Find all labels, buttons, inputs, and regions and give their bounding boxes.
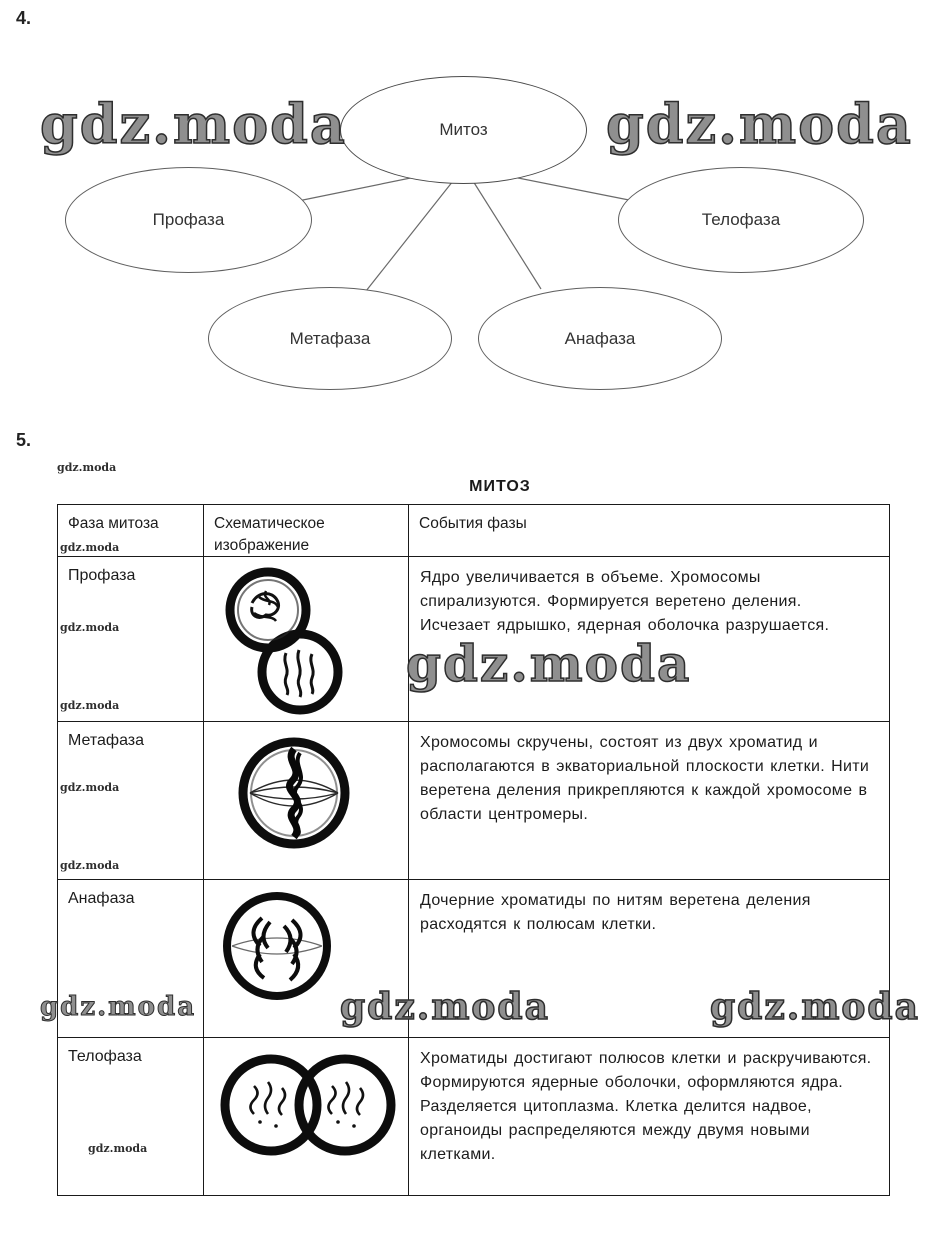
col-header-schematic: Схематическое изображение: [204, 505, 409, 557]
table-row-anaphase-name: Анафаза: [58, 880, 204, 1038]
table-row-prophase-events: Ядро увеличивается в объеме. Хромосомы с…: [409, 557, 890, 722]
anaphase-cell-drawing: [223, 892, 331, 1000]
table-row-metaphase-image-cell: [204, 722, 409, 880]
telophase-cells-drawing: [220, 1054, 396, 1156]
col-header-events: События фазы: [409, 505, 890, 557]
watermark-small-gdz-moda: gdz.moda: [57, 461, 117, 474]
diagram-node-label: Анафаза: [564, 328, 636, 348]
table-row-metaphase-name: Метафаза: [58, 722, 204, 880]
table-title: МИТОЗ: [469, 478, 531, 495]
section-4-number: 4.: [16, 8, 32, 28]
section-5-number: 5.: [16, 430, 32, 450]
table-row-anaphase-image-cell: [204, 880, 409, 1038]
table-row-prophase-name: Профаза: [58, 557, 204, 722]
mitosis-table: Фаза митоза Схематическое изображение Со…: [57, 504, 890, 1196]
table-row-telophase-events: Хроматиды достигают полюсов клетки и рас…: [409, 1038, 890, 1196]
diagram-node-metaphase: Метафаза: [208, 287, 452, 390]
diagram-node-prophase: Профаза: [65, 167, 312, 273]
diagram-node-telophase: Телофаза: [618, 167, 864, 273]
diagram-node-mitosis: Митоз: [340, 76, 587, 184]
table-row-telophase-image-cell: [204, 1038, 409, 1196]
metaphase-cell-drawing: [238, 737, 350, 849]
table-row-telophase-name: Телофаза: [58, 1038, 204, 1196]
diagram-node-label: Митоз: [439, 120, 488, 139]
table-row-anaphase-events: Дочерние хроматиды по нитям веретена дел…: [409, 880, 890, 1038]
diagram-node-label: Метафаза: [289, 328, 371, 348]
diagram-node-label: Телофаза: [701, 210, 781, 229]
diagram-node-label: Профаза: [152, 210, 225, 229]
table-row-prophase-image-cell: [204, 557, 409, 722]
diagram-node-anaphase: Анафаза: [478, 287, 722, 390]
prophase-cell-drawing: [225, 567, 343, 715]
table-row-metaphase-events: Хромосомы скручены, состоят из двух хром…: [409, 722, 890, 880]
col-header-phase: Фаза митоза: [58, 505, 204, 557]
